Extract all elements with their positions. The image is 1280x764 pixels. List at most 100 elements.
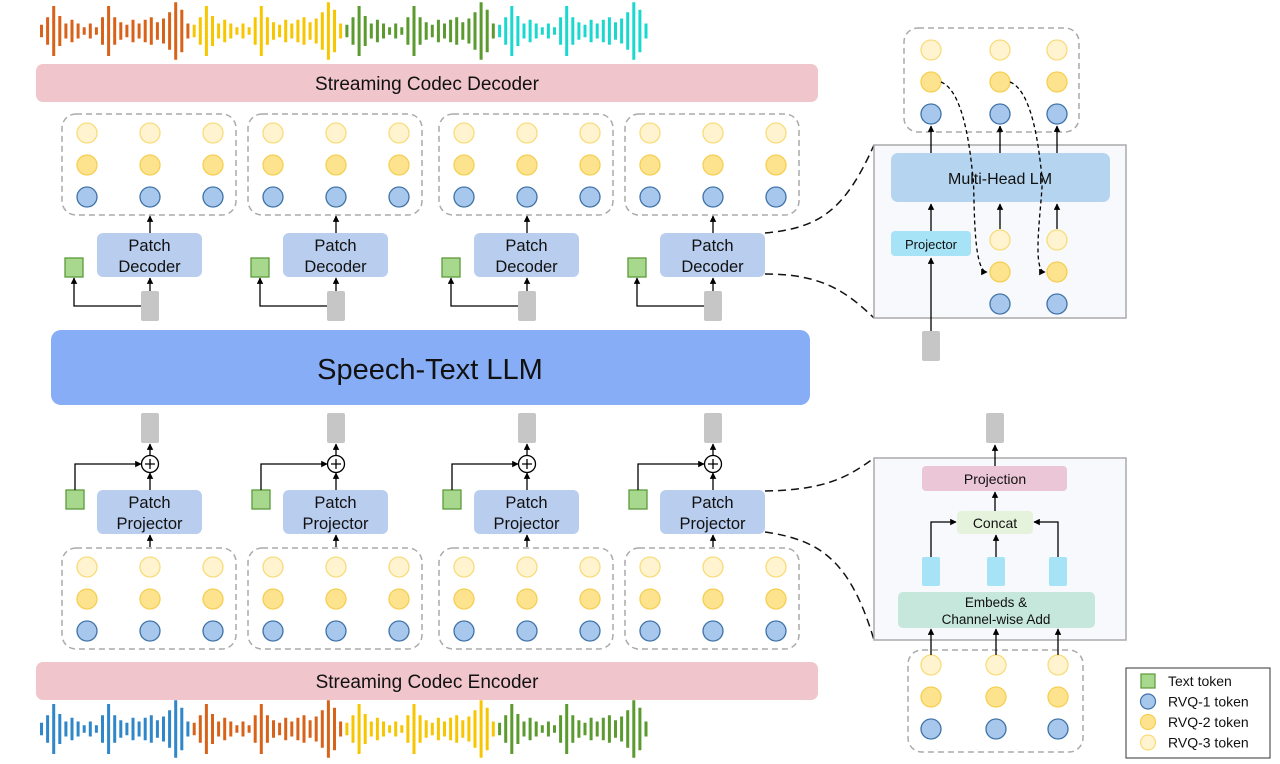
rvq3-token [325,122,347,144]
waveform-bar [326,2,330,60]
waveform-bar [540,725,544,733]
embed-to-concat-arrow [930,518,957,557]
rvq2-token [516,154,538,176]
legend-item: RVQ-1 token [1139,693,1249,710]
waveform-bar [589,19,593,43]
waveform-bar [296,717,300,741]
legend-label: RVQ-3 token [1168,735,1249,751]
rvq1-token [139,186,161,208]
patch-projector-block [283,490,388,534]
waveform-bar [424,720,428,738]
waveform-bar [436,19,440,43]
rvq2-token [325,154,347,176]
encoder-bar-label: Streaming Codec Encoder [316,672,540,693]
waveform-bar [223,19,227,43]
rvq3-token [262,122,284,144]
llm-output-token [704,291,722,321]
waveform-bar [461,22,465,40]
waveform-bar [583,24,587,38]
waveform-bar [82,725,86,733]
rvq2-token [388,154,410,176]
plus-glyph [331,459,341,469]
waveform-bar [461,720,465,738]
rvq1-token [139,620,161,642]
waveform-bar [345,24,349,38]
llm-input-token [518,413,536,443]
waveform-bar [553,725,556,733]
rvq1-token [202,620,224,642]
projector-connector-bottom [764,531,875,641]
rvq3-token [639,556,661,578]
waveform-bar [607,17,611,45]
waveform-bar [94,27,98,35]
rvq2-token [262,588,284,610]
waveform-bar [559,17,563,45]
waveform-bar [382,721,385,737]
text-token [250,257,270,278]
input-token-group [247,547,423,650]
waveform-bar [455,715,459,743]
patch-decoder-label-line1: Patch [128,237,170,255]
legend-label: RVQ-1 token [1168,694,1249,710]
waveform-bar [339,721,343,737]
rvq1-token [920,103,942,125]
waveform-bar [620,18,624,44]
waveform-bar [217,23,221,39]
text-token [442,489,462,510]
rvq3-token [1046,229,1068,251]
decoded-token-group [438,113,614,216]
rvq1-token [262,620,284,642]
rvq3-token [579,556,601,578]
waveform-bar [119,22,123,40]
speech-text-llm: Speech-Text LLM [51,330,810,405]
waveform-bar [449,717,453,741]
waveform-bar [644,721,648,737]
rvq3-token [702,556,724,578]
waveform-bar [40,24,43,38]
legend-item: RVQ-3 token [1139,734,1249,751]
waveform-bar [534,721,538,737]
rvq1-token [76,186,98,208]
waveform-bar [217,721,221,737]
waveform-bar [186,721,190,737]
rvq3-token [702,122,724,144]
text-token [441,257,461,278]
llm-label: Speech-Text LLM [317,354,543,386]
rvq3-token [989,39,1011,61]
waveform-bar [375,717,379,741]
waveform-bar [607,715,611,743]
autoregressive-dependency-arrow [1009,81,1046,276]
rvq1-token [639,186,661,208]
waveform-bar [143,19,147,43]
rvq2-token [139,588,161,610]
rvq2-token [1047,686,1069,708]
waveform-bar [125,24,129,38]
waveform-bar [52,704,56,754]
rvq3-token [262,556,284,578]
waveform-bar [620,716,624,742]
waveform-bar [546,721,550,737]
text-to-sum-arrow [451,460,519,490]
waveform-bar [363,714,367,744]
waveform-bar [626,12,630,50]
waveform-bar [259,704,263,754]
rvq2-token [516,588,538,610]
projector-connector-top [764,457,875,492]
waveform-bar [369,721,373,737]
waveform-bar [388,725,392,733]
legend-item: RVQ-2 token [1139,713,1249,731]
waveform-bar [241,721,245,737]
waveform-bar [162,18,165,44]
waveform-bar [272,720,275,738]
rvq3-token [989,229,1011,251]
llm-output-token [518,291,536,321]
waveform-bar [412,6,416,56]
waveform-bar [559,715,563,743]
waveform-bar [265,715,269,743]
waveform-bar [412,704,416,754]
waveform-bar [504,17,508,45]
waveform-bar [119,720,123,738]
waveform-bar [614,720,617,738]
waveform-bar [382,23,385,39]
